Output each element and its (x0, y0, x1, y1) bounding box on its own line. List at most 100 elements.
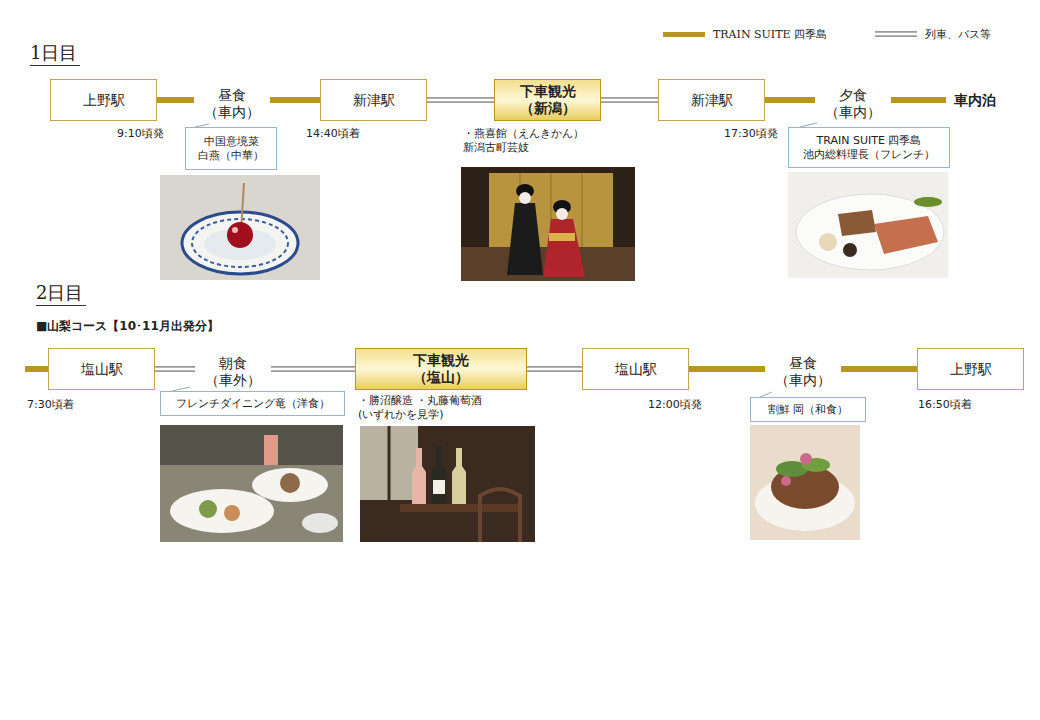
train-bus-route (427, 100, 494, 101)
station-box: 上野駅 (917, 348, 1024, 390)
station-box: 新津駅 (320, 79, 427, 121)
black-kimono (507, 203, 543, 275)
legend-swatch (663, 32, 705, 37)
bowl-pattern (192, 219, 288, 267)
garnish (843, 243, 857, 257)
course-heading: ■山梨コース【10･11月出発分】 (36, 319, 219, 334)
time-label: 14:40頃着 (306, 127, 360, 141)
meal-label: 朝食 （車外） (195, 355, 271, 389)
time-label: 12:00頃発 (648, 398, 702, 412)
face (519, 192, 531, 204)
node-text: 新津駅 (691, 92, 733, 109)
overnight-label: 車内泊 (946, 88, 1004, 112)
photo-ground (360, 426, 535, 542)
gold-screen (489, 173, 613, 247)
plate (170, 489, 274, 533)
time-label: 7:30頃着 (27, 398, 74, 412)
fish (874, 216, 938, 254)
food-photo (788, 172, 948, 278)
double-line-outer (427, 97, 494, 103)
sightseeing-box: 下車観光 （塩山） (355, 348, 527, 390)
station-box: 塩山駅 (48, 348, 155, 390)
node-text: 車内泊 (954, 92, 996, 109)
bottle (412, 448, 426, 504)
sightseeing-note: ・勝沼醸造 ・丸藤葡萄酒 (いずれかを見学) (358, 394, 530, 422)
geisha-photo (461, 167, 635, 281)
leaf (914, 197, 942, 207)
double-line-inner (427, 99, 494, 101)
double-line-outer (875, 31, 917, 37)
face (556, 208, 568, 220)
food-photo (160, 425, 343, 542)
cherry (227, 222, 253, 248)
glass (264, 435, 278, 465)
meal-label: 昼食 （車内） (194, 87, 270, 121)
node-text: 割鮮 岡（和食） (768, 403, 849, 416)
sightseeing-box: 下車観光 （新潟） (494, 79, 601, 121)
wine-photo (360, 426, 535, 542)
node-text: 塩山駅 (81, 361, 123, 378)
route-line (25, 366, 48, 372)
double-line-outer (527, 366, 582, 372)
bottle (452, 448, 466, 504)
legend-text: 列車、バス等 (925, 27, 991, 42)
day-heading: 1日目 (30, 42, 80, 66)
plate (796, 194, 944, 270)
bottle-label (433, 480, 445, 494)
node-text: 中国意境菜 白燕（中華） (191, 135, 271, 161)
node-text: 下車観光 （新潟） (512, 83, 584, 117)
restaurant-callout: 割鮮 岡（和食） (750, 397, 866, 422)
highlight (232, 227, 238, 233)
restaurant-callout: フレンチダイニング竜（洋食） (160, 391, 345, 416)
legend-line-sample (875, 27, 917, 41)
double-line-inner (875, 33, 917, 35)
bowl (182, 212, 298, 274)
table (400, 504, 520, 512)
photo-ground (160, 175, 320, 280)
time-label: 17:30頃発 (724, 127, 778, 141)
meal-label: 夕食 （車内） (815, 87, 891, 121)
chair (480, 489, 520, 542)
window (360, 426, 418, 500)
window-frame (388, 426, 391, 500)
day-heading: 2日目 (36, 282, 86, 306)
double-line-inner (601, 99, 658, 101)
node-text: 新津駅 (353, 92, 395, 109)
station-box: 塩山駅 (582, 348, 689, 390)
restaurant-callout: TRAIN SUITE 四季島 池内総料理長（フレンチ） (788, 127, 950, 168)
sightseeing-note: ・燕喜館（えんきかん） 新潟古町芸妓 (463, 127, 628, 155)
node-text: 下車観光 （塩山） (405, 352, 477, 386)
photo-ground (461, 167, 635, 281)
flower (781, 476, 791, 486)
garnish (819, 233, 837, 251)
photo-ground (788, 172, 948, 278)
meal-label: 昼食 （車内） (765, 355, 841, 389)
plate (252, 468, 328, 502)
food (224, 505, 240, 521)
food-photo (750, 425, 860, 540)
legend-text: TRAIN SUITE 四季島 (713, 27, 827, 42)
food-photo (160, 175, 320, 280)
screen-joint (582, 173, 583, 247)
photo-ground (160, 425, 343, 542)
photo-ground (750, 425, 860, 540)
bowl (302, 513, 338, 533)
time-label: 9:10頃発 (117, 127, 164, 141)
time-label: 16:50頃着 (918, 398, 972, 412)
food (199, 500, 217, 518)
bottle (432, 446, 446, 504)
food (280, 473, 300, 493)
node-text: フレンチダイニング竜（洋食） (176, 397, 330, 410)
station-box: 上野駅 (50, 79, 157, 121)
red-kimono (543, 219, 585, 277)
train-bus-route (527, 369, 582, 370)
double-line-outer (601, 97, 658, 103)
node-text: TRAIN SUITE 四季島 池内総料理長（フレンチ） (794, 134, 944, 160)
node-text: 上野駅 (950, 361, 992, 378)
flower (800, 453, 812, 465)
restaurant-callout: 中国意境菜 白燕（中華） (185, 127, 277, 170)
obi (549, 233, 575, 241)
node-text: 上野駅 (83, 92, 125, 109)
double-line-inner (527, 368, 582, 370)
